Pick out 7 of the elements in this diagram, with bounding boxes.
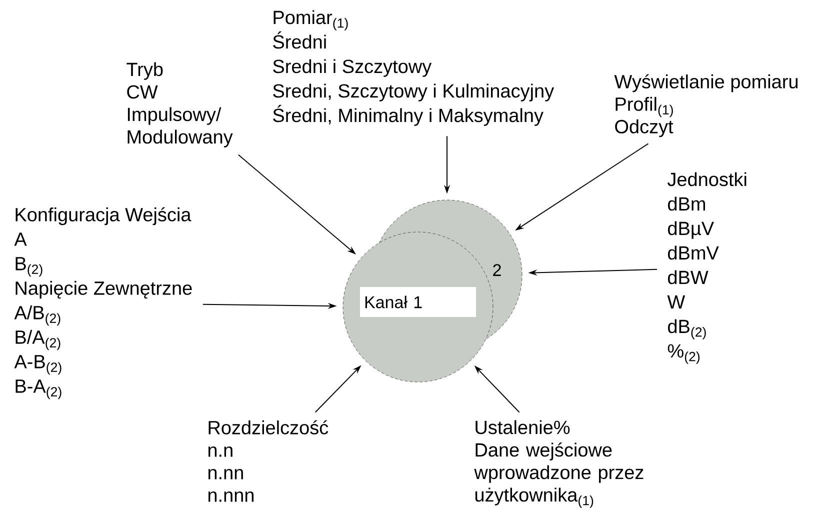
option-list: Konfiguracja Wejścia A B$_{(2)}$ Napięcie Zewnętrzne A/B$_{(2)}$ B/A$_{(2)}$ A-B$_{(2)}$ B-A$_{(2)}$ bbox=[14, 207, 192, 400]
option-list: Tryb CW Impulsowy/ Modulowany bbox=[126, 62, 233, 148]
option-list: Ustalenie% Dane wejściowe wprowadzone przez użytkownika$_{(1)}$ bbox=[474, 420, 644, 508]
option-list: Pomiar$_{(1)}$ Średni Sredni i Szczytowy Sredni, Szczytowy i Kulminacyjny Średni, Minimalny i Maksymalny bbox=[273, 10, 554, 126]
option-list: Rozdzielczość n.n n.nn n.nnn bbox=[208, 420, 328, 502]
option-list: Wyświetlanie pomiaru Profil$_{(1)}$ Odczyt bbox=[614, 74, 798, 138]
option-list: Jednostki dBm dBµV dBmV dBW W dB$_{(2)}$ %$_{(2)}$ bbox=[667, 172, 746, 364]
